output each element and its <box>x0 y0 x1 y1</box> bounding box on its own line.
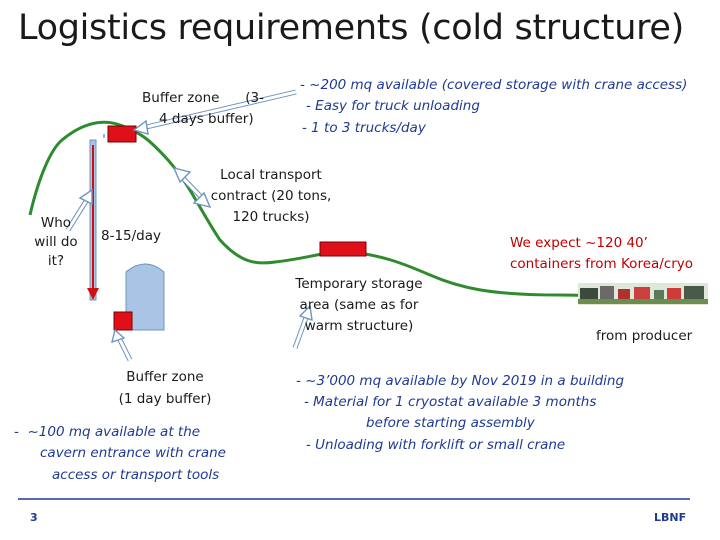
rate-label: 8-15/day <box>101 228 162 244</box>
expect-line-2: containers from Korea/cryo <box>510 256 694 272</box>
route-line <box>28 120 701 300</box>
temporary-storage-line-2: area (same as for <box>299 297 419 313</box>
cavern-line-2: cavern entrance with crane <box>40 445 226 461</box>
storage-top-line-1: - ~200 mq available (covered storage wit… <box>300 77 688 93</box>
callout-arrows <box>65 89 313 362</box>
shaft-arrow-head <box>87 288 99 300</box>
temporary-storage-line-3: warm structure) <box>304 318 414 334</box>
storage-top-line-3: - 1 to 3 trucks/day <box>302 120 426 136</box>
who-label-1: Who <box>40 215 72 231</box>
local-transport-line-1: Local transport <box>220 167 322 183</box>
producer-label: from producer <box>596 328 693 344</box>
page-title: Logistics requirements (cold structure) <box>18 8 685 48</box>
buffer-bottom-label-2: (1 day buffer) <box>118 391 212 407</box>
local-transport-line-2: contract (20 tons, <box>210 188 332 204</box>
building-line-2: - Material for 1 cryostat available 3 mo… <box>304 394 597 410</box>
buffer-bottom-box <box>113 311 133 331</box>
cavern-shape <box>125 263 165 331</box>
cavern-line-1: - ~100 mq available at the <box>14 424 201 440</box>
buffer-top-label-1: Buffer zone (3- <box>142 90 264 106</box>
building-line-4: - Unloading with forklift or small crane <box>306 437 566 453</box>
cavern-line-3: access or transport tools <box>52 467 220 483</box>
temporary-storage-line-1: Temporary storage <box>295 276 423 292</box>
temporary-storage-box <box>319 241 367 257</box>
building-line-1: - ~3’000 mq available by Nov 2019 in a b… <box>296 373 625 389</box>
buffer-top-box <box>107 125 137 143</box>
local-transport-line-3: 120 trucks) <box>232 209 310 225</box>
producer-scenery-image <box>578 283 708 305</box>
who-label-2: will do <box>34 234 78 250</box>
storage-top-line-2: - Easy for truck unloading <box>306 98 480 114</box>
page-number: 3 <box>30 511 38 524</box>
expect-line-1: We expect ~120 40’ <box>510 235 648 251</box>
brand-label: LBNF <box>654 511 687 524</box>
who-label-3: it? <box>47 253 65 269</box>
building-line-3: before starting assembly <box>366 415 535 431</box>
buffer-top-label-2: 4 days buffer) <box>159 111 254 127</box>
buffer-bottom-label-1: Buffer zone <box>126 369 204 385</box>
